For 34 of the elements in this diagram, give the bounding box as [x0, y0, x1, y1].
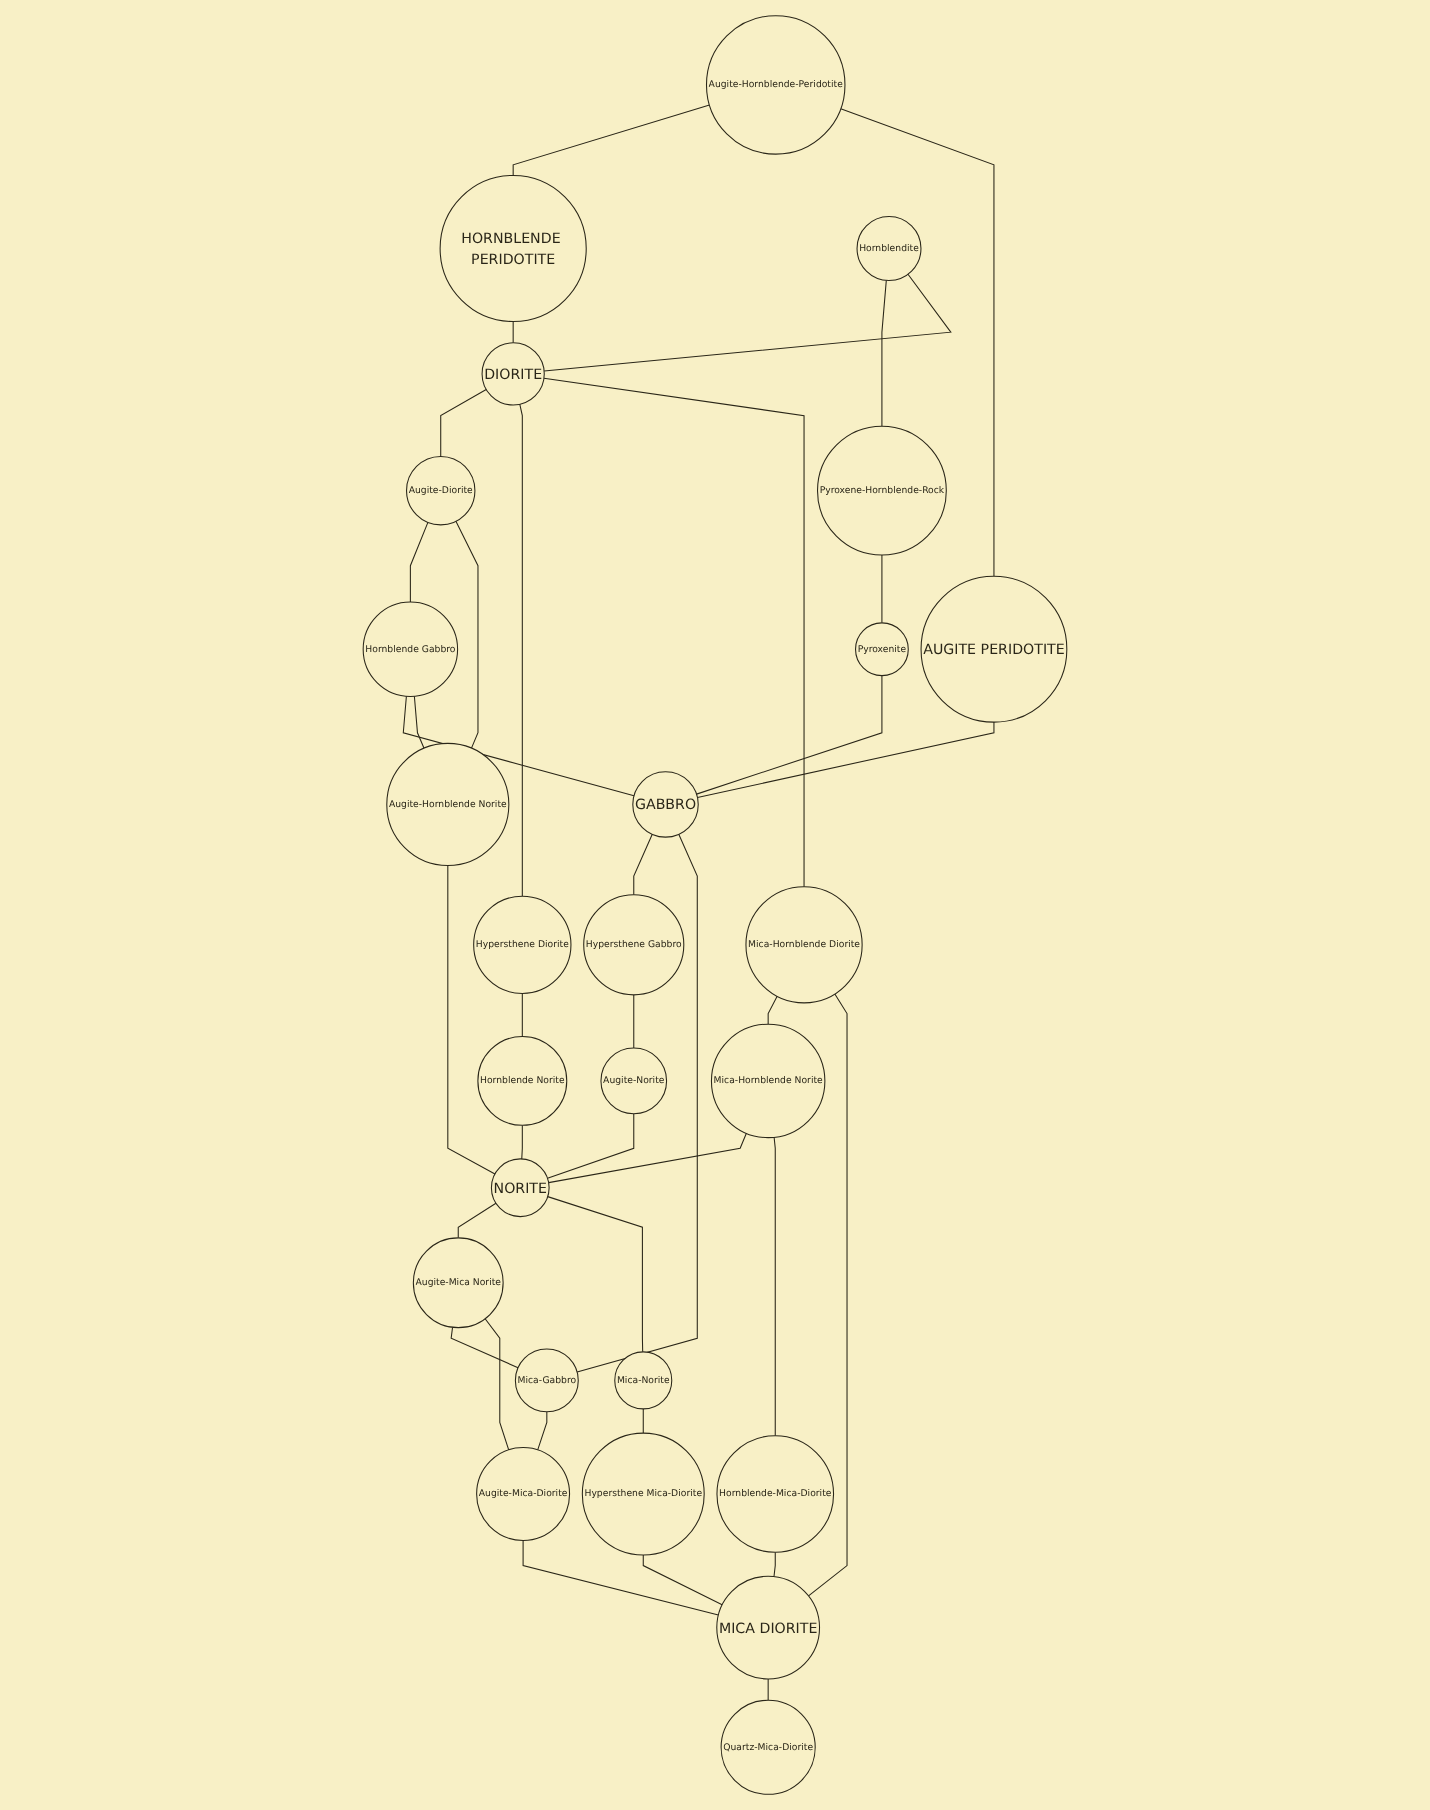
connector — [521, 1124, 523, 1160]
connector — [642, 1554, 723, 1606]
connector — [767, 1678, 769, 1701]
connector — [808, 993, 848, 1597]
connector — [548, 1132, 747, 1184]
connector — [881, 279, 887, 427]
connector — [409, 521, 429, 603]
connector — [576, 833, 698, 1373]
connector — [543, 273, 952, 372]
connector — [484, 1318, 510, 1451]
connector — [840, 108, 995, 577]
connector — [547, 1113, 635, 1179]
connector — [512, 321, 514, 344]
connector — [633, 833, 653, 896]
connector — [455, 520, 479, 749]
connector — [413, 695, 425, 749]
connector — [633, 994, 635, 1049]
connector — [642, 1408, 644, 1434]
connector — [547, 1196, 644, 1353]
connector — [696, 675, 883, 795]
connector — [543, 377, 805, 888]
connector — [767, 995, 778, 1025]
connector — [696, 721, 995, 798]
connector — [512, 104, 710, 176]
connector — [447, 864, 496, 1175]
connector — [519, 403, 523, 897]
connector — [450, 1326, 519, 1369]
connector — [457, 1202, 497, 1239]
connector — [537, 1411, 548, 1451]
connector — [773, 1136, 776, 1437]
connector — [521, 992, 523, 1037]
connector — [881, 554, 883, 624]
connector — [773, 1551, 776, 1578]
connector — [522, 1539, 719, 1616]
